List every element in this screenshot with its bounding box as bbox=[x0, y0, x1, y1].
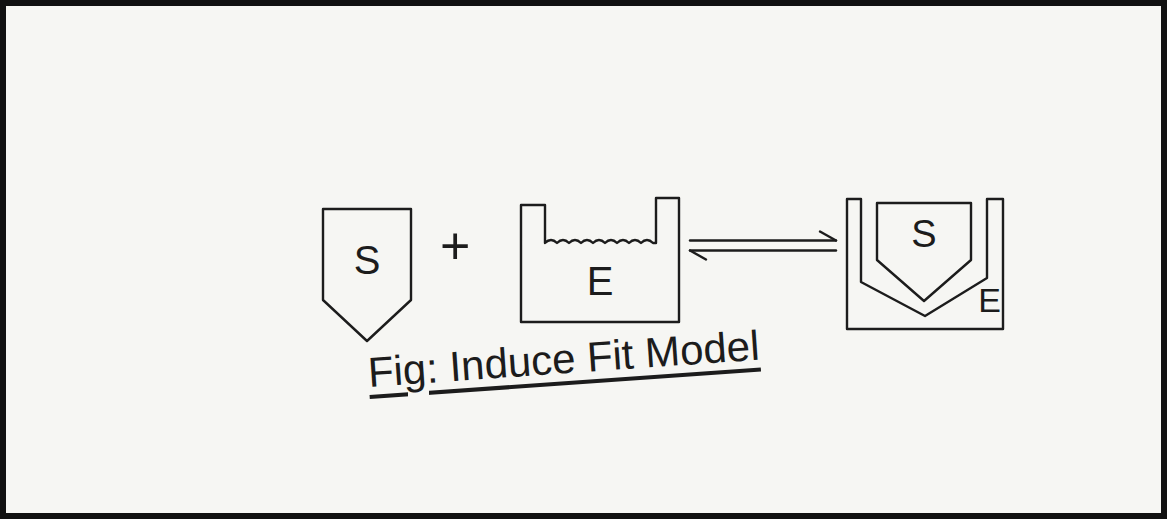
enzyme-shape: E bbox=[520, 197, 680, 323]
figure-caption: Fig: Induce Fit Model bbox=[366, 323, 760, 396]
equilibrium-arrow bbox=[690, 232, 836, 260]
node-letter: E bbox=[846, 282, 1004, 319]
node-letter: S bbox=[322, 238, 412, 282]
node-letter: S bbox=[876, 214, 972, 256]
substrate-shape: S bbox=[322, 208, 412, 342]
enzyme-substrate-complex: ES bbox=[846, 198, 1004, 330]
plus-sign: + bbox=[440, 218, 470, 275]
node-letter: E bbox=[520, 259, 680, 303]
bound-substrate: S bbox=[876, 202, 972, 302]
